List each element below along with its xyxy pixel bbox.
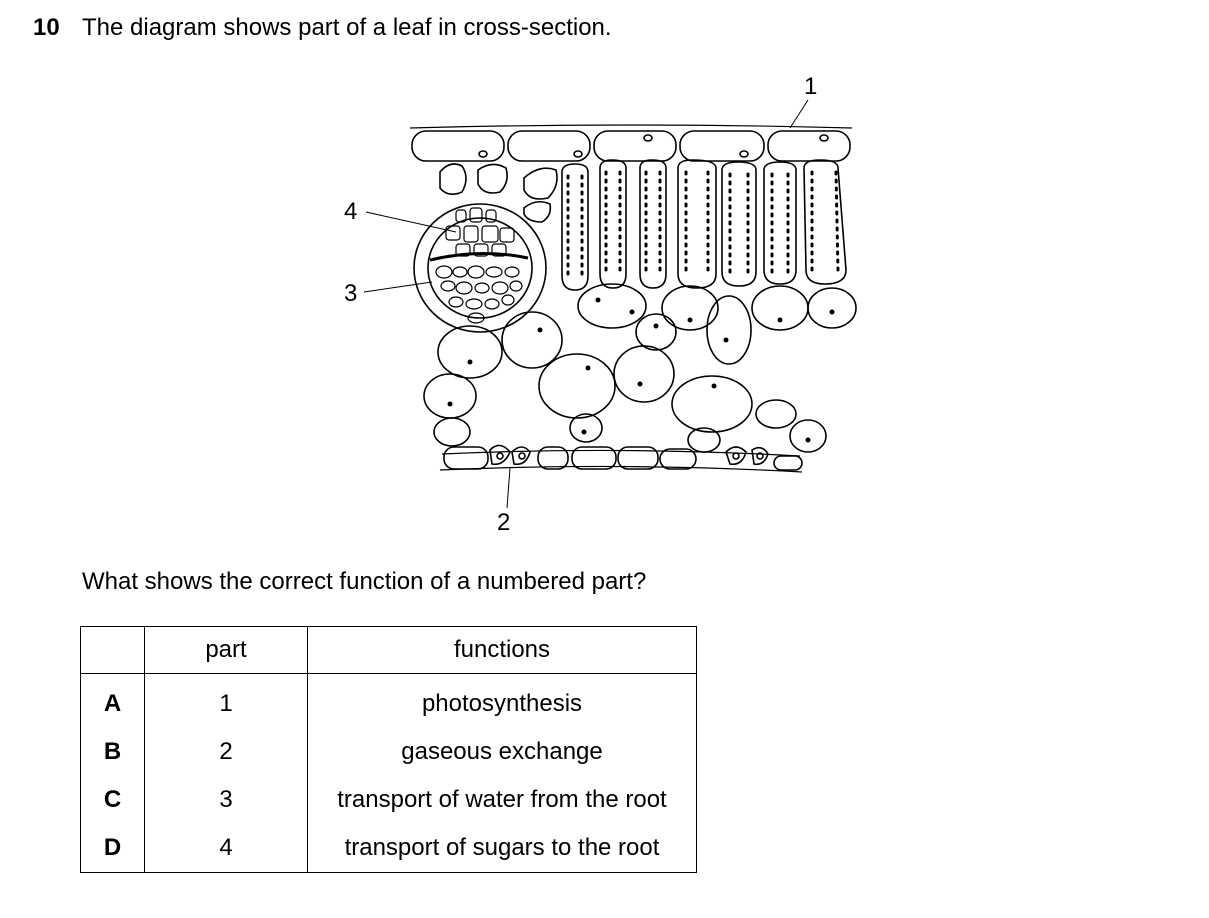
option-function: gaseous exchange xyxy=(307,728,697,776)
header-letter xyxy=(80,626,145,674)
header-part: part xyxy=(144,626,308,674)
table-header-row: part functions xyxy=(80,626,697,674)
question-text: The diagram shows part of a leaf in cros… xyxy=(82,14,612,41)
answer-option-a[interactable]: A 1 photosynthesis xyxy=(80,673,697,728)
answer-option-c[interactable]: C 3 transport of water from the root xyxy=(80,776,697,824)
question-prompt: What shows the correct function of a num… xyxy=(82,568,647,595)
option-function: transport of water from the root xyxy=(307,776,697,824)
label-2: 2 xyxy=(497,509,510,536)
label-3: 3 xyxy=(344,280,357,307)
option-part: 1 xyxy=(144,673,308,728)
answer-option-b[interactable]: B 2 gaseous exchange xyxy=(80,728,697,776)
option-part: 2 xyxy=(144,728,308,776)
leaf-cross-section-diagram: 1 2 3 4 xyxy=(344,73,857,536)
label-4: 4 xyxy=(344,198,357,225)
option-letter: D xyxy=(80,824,145,873)
option-part: 4 xyxy=(144,824,308,873)
label-1: 1 xyxy=(804,73,817,100)
option-letter: B xyxy=(80,728,145,776)
option-letter: A xyxy=(80,673,145,728)
option-part: 3 xyxy=(144,776,308,824)
answer-table: part functions A 1 photosynthesis B 2 ga… xyxy=(80,626,697,873)
header-functions: functions xyxy=(307,626,697,674)
answer-option-d[interactable]: D 4 transport of sugars to the root xyxy=(80,824,697,873)
option-letter: C xyxy=(80,776,145,824)
option-function: photosynthesis xyxy=(307,673,697,728)
option-function: transport of sugars to the root xyxy=(307,824,697,873)
question-number: 10 xyxy=(33,14,60,41)
